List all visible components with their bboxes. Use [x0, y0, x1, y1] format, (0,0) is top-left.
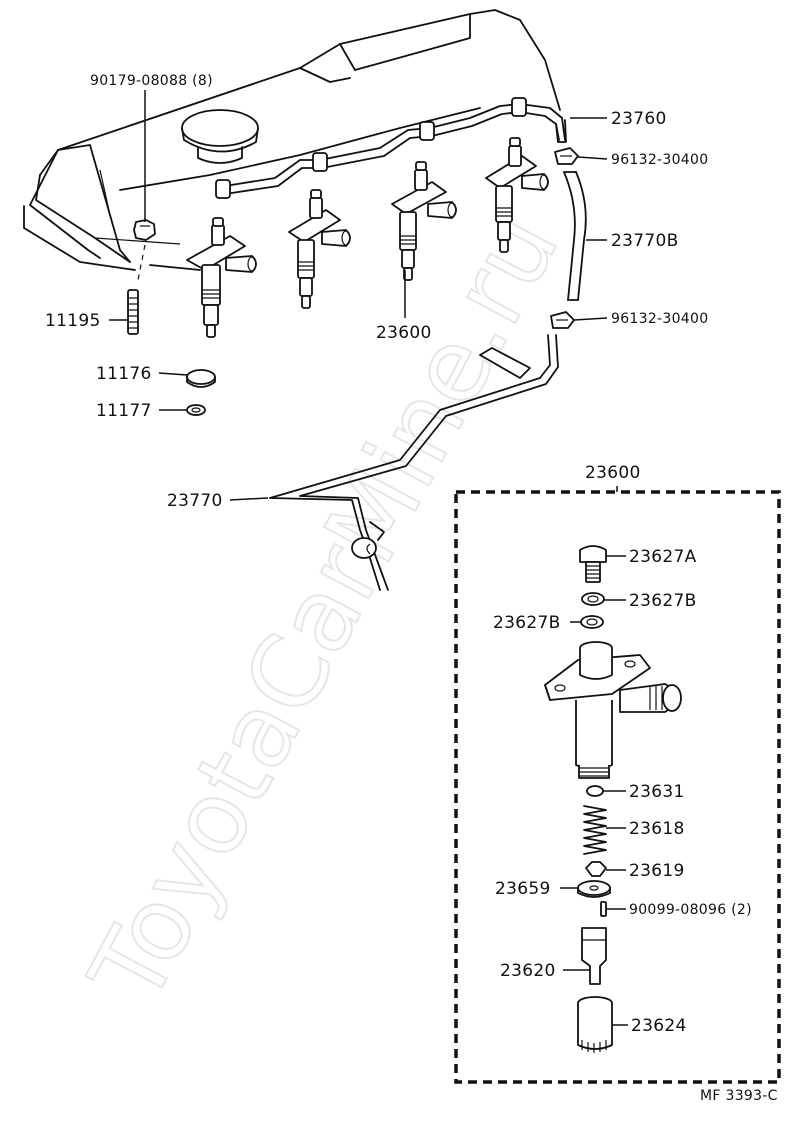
label-retaining-nut: 23624	[631, 1016, 687, 1036]
label-clip-lower: 96132-30400	[611, 311, 708, 327]
injector-3	[391, 161, 457, 281]
label-pipe: 23770	[167, 491, 223, 511]
seal	[586, 785, 604, 797]
retaining-nut	[577, 996, 613, 1053]
spring-seat	[585, 861, 607, 877]
nozzle	[581, 927, 607, 985]
figure-code: MF 3393-C	[700, 1088, 778, 1104]
gasket-left	[580, 615, 604, 629]
label-clip-upper: 96132-30400	[611, 152, 708, 168]
label-washer-large: 11176	[96, 364, 152, 384]
label-hose: 23770B	[611, 231, 679, 251]
label-spring: 23618	[629, 819, 685, 839]
label-injector-group: 23600	[376, 323, 432, 343]
label-spring-seat: 23619	[629, 861, 685, 881]
label-washer-small: 11177	[96, 401, 152, 421]
label-gasket-right: 23627B	[629, 591, 697, 611]
pin	[600, 901, 607, 917]
stud	[127, 289, 139, 335]
label-nozzle: 23620	[500, 961, 556, 981]
label-detail-title: 23600	[585, 463, 641, 483]
injector-4	[485, 137, 549, 253]
detail-box	[454, 490, 781, 1084]
spring	[583, 805, 607, 855]
injector-1	[186, 217, 257, 338]
injector-2	[288, 189, 351, 309]
label-spacer: 23659	[495, 879, 551, 899]
label-pin: 90099-08096 (2)	[629, 902, 752, 918]
label-gasket-left: 23627B	[493, 613, 561, 633]
nozzle-holder	[544, 641, 682, 779]
hose	[563, 171, 587, 301]
label-return-pipe: 23760	[611, 109, 667, 129]
pipe	[269, 334, 559, 591]
washer-small	[186, 404, 206, 416]
clip-upper	[554, 147, 579, 165]
cover-bolt	[133, 219, 156, 241]
label-bolt-cover: 90179-08088 (8)	[90, 73, 213, 89]
leader-lines	[109, 90, 628, 1026]
label-stud: 11195	[45, 311, 101, 331]
label-union-bolt: 23627A	[629, 547, 697, 567]
return-pipe	[215, 97, 567, 199]
cylinder-head-cover	[23, 9, 561, 271]
union-bolt	[579, 545, 607, 583]
clip-lower	[550, 311, 575, 329]
label-seal: 23631	[629, 782, 685, 802]
spacer	[577, 880, 611, 898]
gasket-right	[581, 592, 605, 606]
washer-large	[186, 369, 216, 388]
